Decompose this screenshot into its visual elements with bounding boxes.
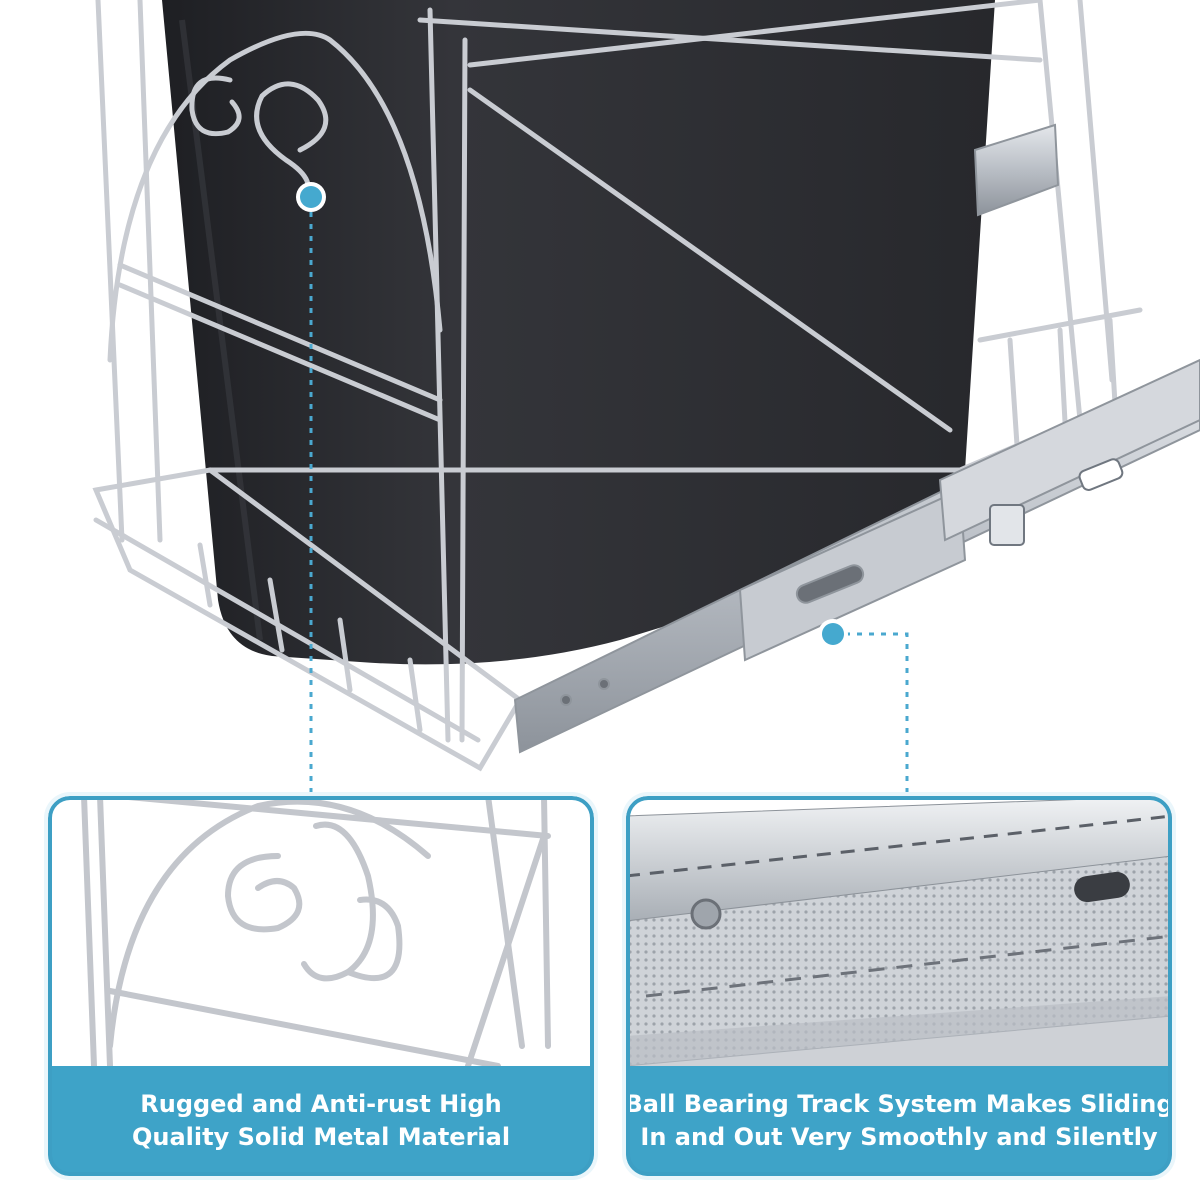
ball-bearing-rail-detail	[626, 796, 1172, 1066]
slide-rail	[513, 358, 1200, 754]
rail-callout-marker	[822, 623, 844, 645]
metal-callout-marker	[300, 186, 322, 208]
wire-frame	[92, 0, 1173, 772]
metal-scroll-detail	[48, 796, 594, 1066]
trash-bin	[162, 0, 995, 665]
leader-lines	[309, 200, 909, 796]
metal-material-caption: Rugged and Anti-rust High Quality Solid …	[48, 1066, 594, 1176]
metal-material-callout: Rugged and Anti-rust High Quality Solid …	[48, 796, 594, 1176]
ball-bearing-caption: Ball Bearing Track System Makes Sliding …	[626, 1066, 1172, 1176]
rail-caption-line-2: In and Out Very Smoothly and Silently	[640, 1123, 1158, 1151]
rail-caption-line-1: Ball Bearing Track System Makes Sliding	[626, 1090, 1172, 1118]
metal-caption-line-1: Rugged and Anti-rust High	[140, 1090, 502, 1118]
upper-slide-rail	[973, 123, 1060, 217]
ball-bearing-callout: Ball Bearing Track System Makes Sliding …	[626, 796, 1172, 1176]
metal-caption-line-2: Quality Solid Metal Material	[131, 1123, 511, 1151]
